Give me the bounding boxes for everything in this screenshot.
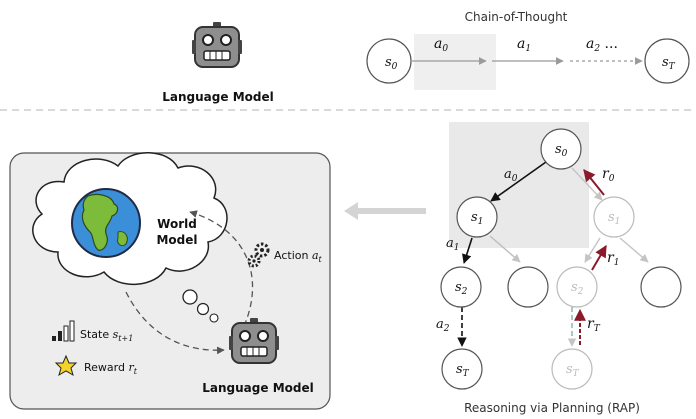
rap-node-s2b-label: s2: [571, 280, 584, 297]
cot-state-start-node: [366, 38, 412, 84]
cot-title: Chain-of-Thought: [465, 10, 568, 24]
cot-state-end-label: sT: [662, 55, 676, 72]
cot-state-end-node: [644, 38, 690, 84]
state-label: State st+1: [80, 328, 133, 343]
rap-edge-s1-empty: [489, 235, 521, 263]
rap-edge-s0-s1b: [571, 167, 603, 201]
robot-icon: [229, 318, 279, 364]
world-model-language-model-label: Language Model: [202, 381, 313, 395]
reward-arrow-r0: [583, 169, 605, 196]
rap-edge-s1b-s2b: [584, 237, 601, 263]
reward-arrow-r1: [591, 244, 607, 271]
rap-node-s2b: [556, 266, 598, 308]
rap-edge-s0-s1: [490, 161, 547, 202]
reward-rT-label: rT: [587, 316, 601, 334]
action-label: Action at: [274, 249, 323, 264]
rap-edge-a1-label: a1: [446, 236, 460, 253]
reward-r0-label: r0: [602, 166, 615, 184]
robot-icon: [192, 22, 242, 68]
rap-node-sTb-label: sT: [566, 362, 580, 379]
world-model-panel: World Model Action at State st+1 Reward …: [9, 152, 331, 410]
rap-node-sTb: [551, 348, 593, 390]
cot-highlight-box: [414, 34, 496, 90]
rap-node-empty-a: [507, 266, 549, 308]
rap-edge-a0-label: a0: [504, 167, 518, 184]
reward-label: Reward rt: [84, 361, 138, 376]
star-burst-icon: [54, 354, 78, 377]
panel-connector-arrow: [344, 202, 426, 220]
world-model-title-line2: Model: [156, 233, 197, 247]
rap-node-s2-label: s2: [455, 280, 468, 297]
rap-node-empty-b: [640, 266, 682, 308]
cot-action-2-label: a2 ...: [586, 36, 618, 54]
rap-edge-a2-label: a2: [436, 317, 450, 334]
rap-node-sT: [441, 348, 483, 390]
rap-edge-s1-s2: [462, 237, 473, 264]
action-dashed-arrow: [189, 210, 254, 327]
rap-caption: Reasoning via Planning (RAP): [464, 401, 640, 415]
cot-action-1-label: a1: [517, 36, 531, 54]
rap-tree: s0 s1 s1 s2 s2 sT sT a0 a1 a2 r0 r1 rT R…: [436, 122, 682, 415]
rap-node-s0: [540, 128, 582, 170]
cot-section: Language Model Chain-of-Thought s0 sT a0…: [162, 10, 690, 104]
reward-r1-label: r1: [607, 250, 619, 268]
cot-state-start-label: s0: [385, 55, 398, 72]
rap-node-s1-label: s1: [471, 210, 483, 227]
cot-model-label: Language Model: [162, 90, 273, 104]
rap-node-s1b-label: s1: [608, 210, 620, 227]
rap-node-s2: [440, 266, 482, 308]
rap-node-s0-label: s0: [555, 142, 568, 159]
rap-node-s1b: [593, 196, 635, 238]
signal-bars-icon: [52, 320, 75, 342]
cot-action-0-label: a0: [434, 36, 448, 54]
earth-globe-icon: [71, 188, 141, 258]
rap-node-sT-label: sT: [456, 362, 470, 379]
rap-node-s1: [456, 196, 498, 238]
rap-edge-s1b-empty: [619, 237, 649, 263]
world-model-title-line1: World: [157, 217, 197, 231]
gear-icon: [247, 242, 270, 268]
